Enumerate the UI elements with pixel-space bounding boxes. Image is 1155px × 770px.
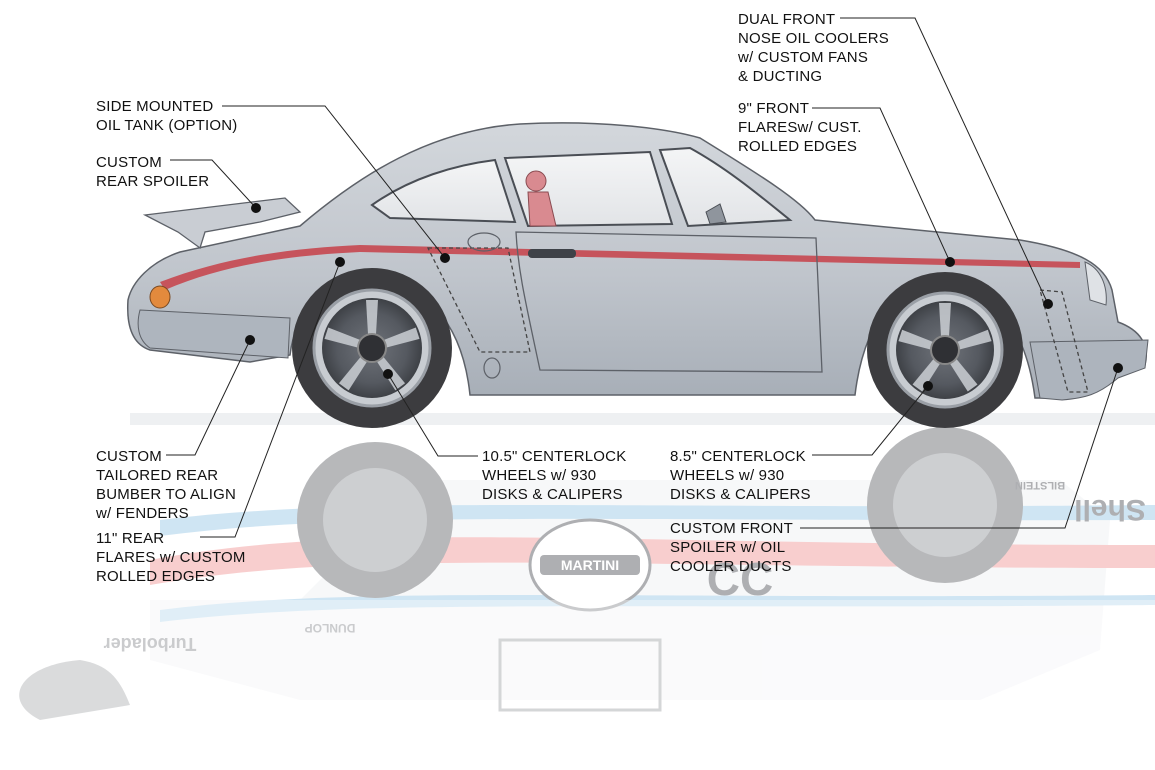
callout-front-wheels: 8.5" CENTERLOCK WHEELS w/ 930 DISKS & CA… <box>670 448 811 503</box>
headlight <box>1084 261 1107 306</box>
leader-side-oil-tank <box>222 105 446 259</box>
reflection-sponsor-bilstein: BILSTEIN <box>1015 479 1065 491</box>
front-spoiler <box>1029 339 1149 401</box>
body-stripe <box>160 245 1080 290</box>
callout-front-spoiler: CUSTOM FRONT SPOILER w/ OIL COOLER DUCTS <box>670 520 793 575</box>
seat <box>527 191 557 227</box>
rear-window <box>370 158 517 224</box>
leader-rear-flares <box>200 261 341 538</box>
ground-shadow <box>130 413 1155 425</box>
leader-rear-wheels <box>387 373 478 457</box>
callout-front-oil-coolers: DUAL FRONT NOSE OIL COOLERS w/ CUSTOM FA… <box>738 11 890 85</box>
door <box>515 231 823 373</box>
oil-tank-outline <box>426 247 531 353</box>
leader-front-flares <box>812 107 951 263</box>
reflection-sponsor-shell: Shell <box>1074 493 1146 526</box>
front-cooler-outline <box>1039 289 1089 393</box>
callout-rear-wheels: 10.5" CENTERLOCK WHEELS w/ 930 DISKS & C… <box>482 448 627 503</box>
callout-front-flares: 9" FRONT FLARESw/ CUST. ROLLED EDGES <box>738 100 862 155</box>
rear-wheel <box>292 268 452 428</box>
front-wheel <box>867 272 1023 428</box>
reflection-tire-brand: DUNLOP <box>305 621 356 635</box>
leader-lines <box>166 17 1119 538</box>
car-body <box>127 122 1149 401</box>
callout-rear-spoiler: CUSTOM REAR SPOILER <box>96 154 210 190</box>
leader-dots <box>245 203 1123 391</box>
leader-front-wheels <box>812 385 929 456</box>
reflection-badge-text: MARTINI <box>561 557 619 573</box>
leader-rear-bumper <box>166 339 251 456</box>
tail-light <box>149 285 171 309</box>
rear-bumper <box>137 309 291 359</box>
leader-front-oil-coolers <box>840 17 1049 305</box>
leader-front-spoiler <box>800 367 1119 529</box>
reflection-race-number: CC <box>707 553 773 605</box>
callout-rear-bumper: CUSTOM TAILORED REAR BUMBER TO ALIGN w/ … <box>96 448 236 522</box>
callout-side-oil-tank: SIDE MOUNTED OIL TANK (OPTION) <box>96 98 238 134</box>
rear-spoiler <box>142 197 302 250</box>
windshield <box>658 146 793 228</box>
door-handle <box>528 249 576 258</box>
callout-rear-flares: 11" REAR FLARES w/ CUSTOM ROLLED EDGES <box>96 530 246 585</box>
leader-rear-spoiler <box>170 159 257 209</box>
reflection-sponsor-turbo: Turbolader <box>104 634 197 654</box>
reflection: MARTINI CC Shell BILSTEIN Turbolader DUN… <box>19 427 1155 720</box>
